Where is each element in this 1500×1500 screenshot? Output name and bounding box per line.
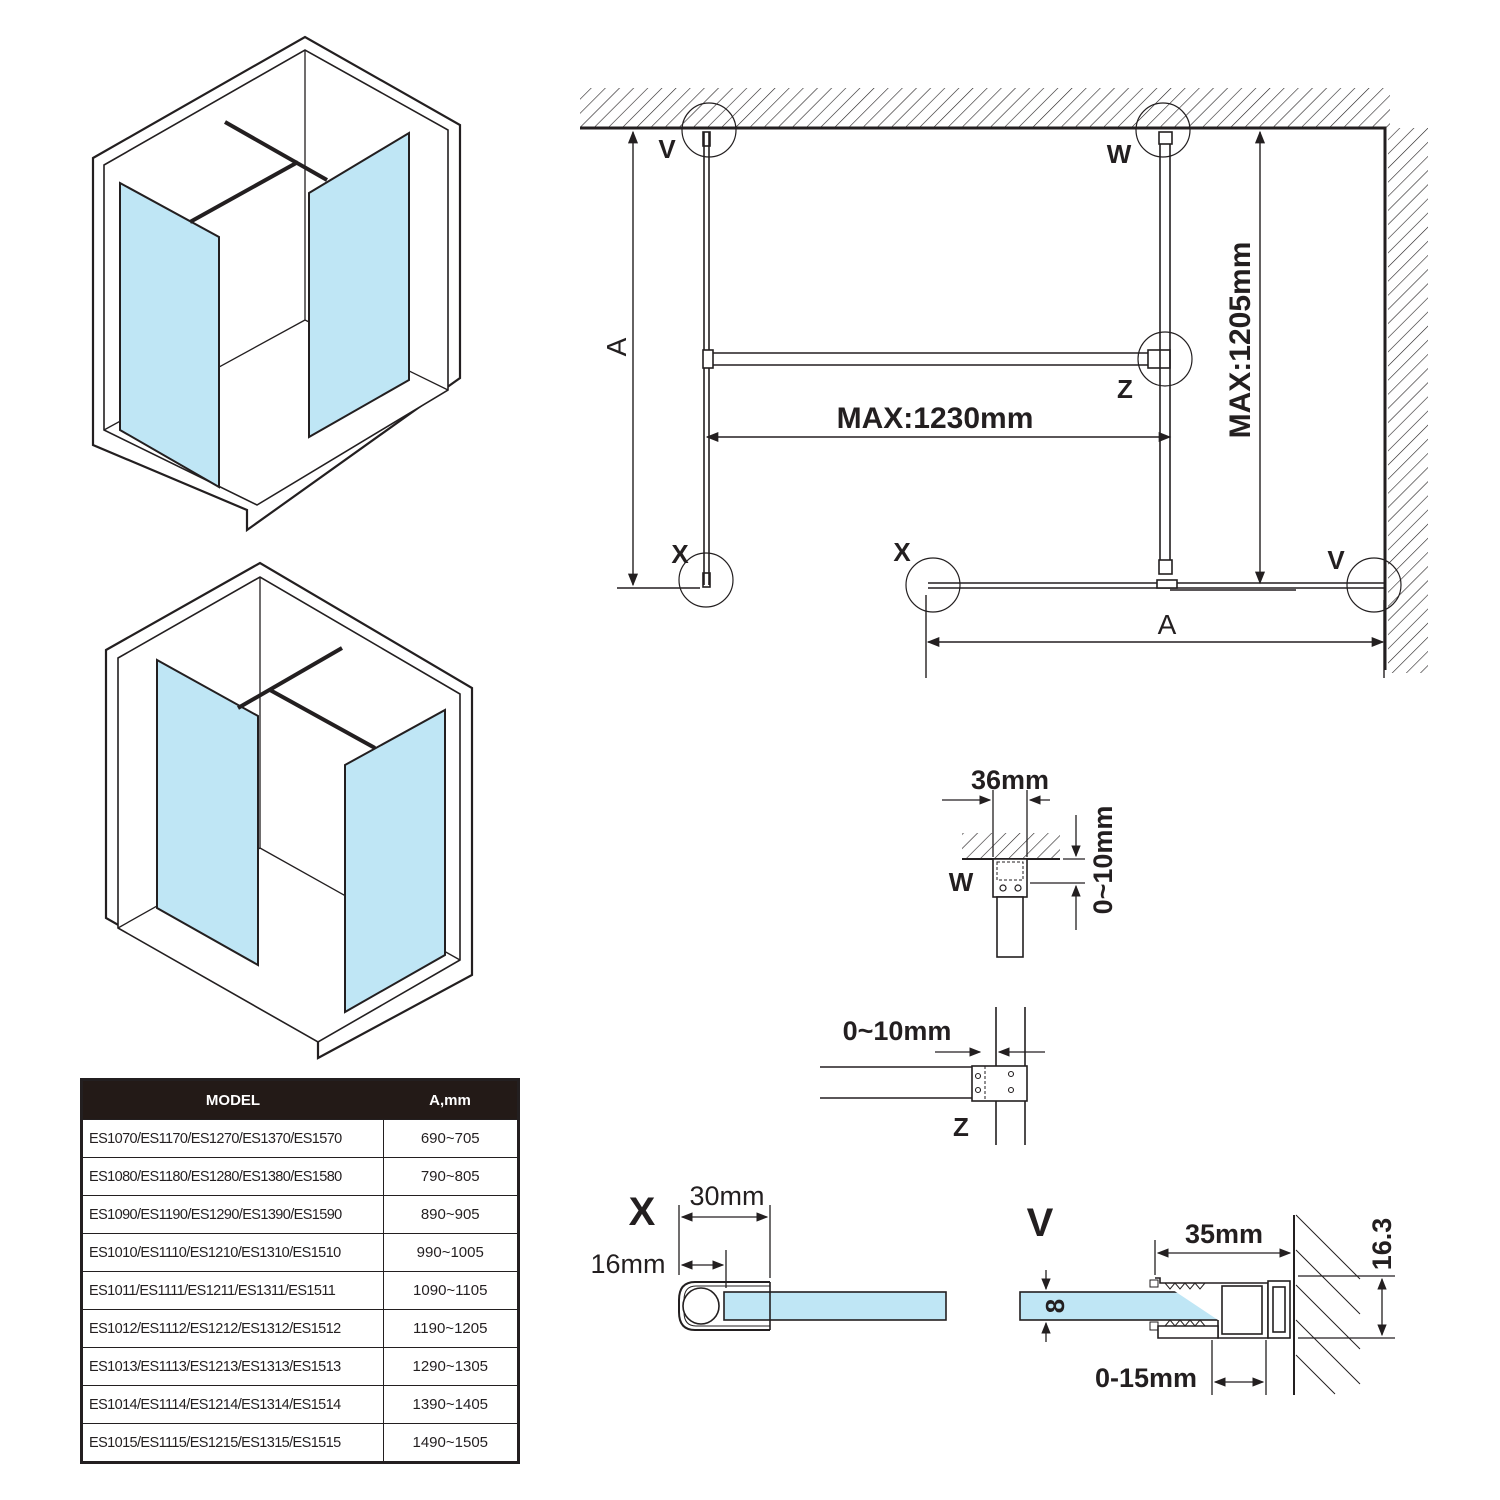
x-width-label: 30mm [689, 1181, 764, 1211]
model-cell: ES1012/ES1112/ES1212/ES1312/ES1512 [81, 1309, 384, 1348]
range-cell: 990~1005 [382, 1233, 519, 1272]
point-z: Z [1117, 374, 1133, 404]
v-adjust-label: 0-15mm [1095, 1363, 1197, 1393]
v-glass-label: 8 [1040, 1299, 1070, 1313]
range-cell: 1290~1305 [382, 1347, 519, 1386]
model-cell: ES1070/ES1170/ES1270/ES1370/ES1570 [81, 1119, 384, 1158]
column-header-model: MODEL [81, 1079, 383, 1120]
point-w: W [1107, 139, 1132, 169]
model-size-table: MODEL A,mm ES1070/ES1170/ES1270/ES1370/E… [80, 1078, 520, 1464]
v-width-label: 35mm [1185, 1219, 1263, 1249]
range-cell: 790~805 [382, 1157, 519, 1196]
detail-v: V [1019, 1201, 1397, 1395]
isometric-view-top [91, 35, 462, 533]
model-cell: ES1013/ES1113/ES1213/ES1313/ES1513 [81, 1347, 384, 1386]
range-cell: 1090~1105 [382, 1271, 519, 1310]
detail-w: 36mm 0~10mm W [942, 765, 1118, 958]
glass-panel-left [119, 181, 220, 489]
w-gap-label: 0~10mm [1088, 806, 1118, 915]
glass-panel-left [156, 658, 259, 967]
range-cell: 1390~1405 [382, 1385, 519, 1424]
max-width-label: MAX:1230mm [837, 402, 1034, 435]
w-width-label: 36mm [971, 765, 1049, 795]
column-header-a-mm: A,mm [383, 1079, 519, 1120]
x-point-label: X [629, 1190, 656, 1234]
model-cell: ES1015/ES1115/ES1215/ES1315/ES1515 [81, 1423, 384, 1463]
detail-z: 0~10mm Z [820, 1007, 1045, 1145]
table-header-row: MODEL A,mm [81, 1079, 519, 1120]
z-gap-label: 0~10mm [843, 1016, 952, 1046]
glass-panel-right [344, 708, 446, 1014]
dim-a-horizontal: A [1158, 609, 1177, 640]
model-cell: ES1014/ES1114/ES1214/ES1314/ES1514 [81, 1385, 384, 1424]
point-x-left: X [671, 539, 689, 569]
isometric-view-bottom [104, 561, 474, 1060]
plan-view: A MAX:1230mm MAX:1205mm A V W Z X X V [580, 88, 1428, 678]
dim-a-vertical: A [601, 337, 632, 356]
x-offset-label: 16mm [590, 1249, 665, 1279]
v-point-label: V [1027, 1201, 1054, 1245]
range-cell: 1190~1205 [382, 1309, 519, 1348]
range-cell: 690~705 [382, 1119, 519, 1158]
glass-panel-right [308, 131, 410, 439]
point-v-left: V [658, 134, 676, 164]
z-point-label: Z [953, 1112, 969, 1142]
model-cell: ES1090/ES1190/ES1290/ES1390/ES1590 [81, 1195, 384, 1234]
v-height-label: 16.3 [1367, 1218, 1397, 1271]
model-cell: ES1080/ES1180/ES1280/ES1380/ES1580 [81, 1157, 384, 1196]
detail-x: X 30mm 16mm [590, 1181, 947, 1331]
max-depth-label: MAX:1205mm [1224, 242, 1257, 439]
model-cell: ES1011/ES1111/ES1211/ES1311/ES1511 [81, 1271, 384, 1310]
range-cell: 890~905 [382, 1195, 519, 1234]
model-cell: ES1010/ES1110/ES1210/ES1310/ES1510 [81, 1233, 384, 1272]
w-point-label: W [949, 867, 974, 897]
point-v-right: V [1327, 545, 1345, 575]
point-x-right: X [893, 537, 911, 567]
range-cell: 1490~1505 [382, 1423, 519, 1463]
